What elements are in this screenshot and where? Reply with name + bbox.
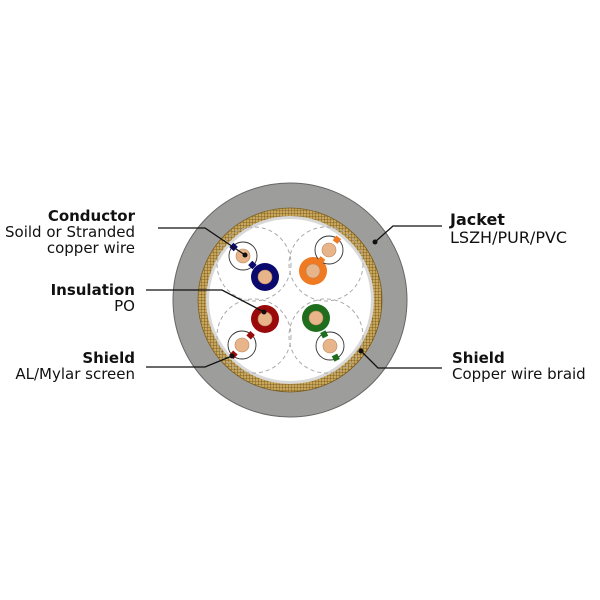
- insulation-leader: [146, 289, 265, 313]
- conductor-desc-1: Soild or Stranded: [5, 223, 135, 241]
- wire-orange-stripe: [316, 256, 326, 265]
- wire-green-stripe: [331, 353, 340, 362]
- conductor-title: Conductor: [47, 207, 135, 225]
- braid-shield-leader: [360, 350, 442, 369]
- jacket-label: Jacket LSZH/PUR/PVC: [450, 211, 567, 247]
- jacket-dot: [372, 239, 378, 245]
- wire-blue-conductor: [257, 269, 273, 285]
- jacket-title: Jacket: [450, 210, 505, 229]
- conductor-leader: [158, 227, 246, 256]
- braid-shield-desc: Copper wire braid: [452, 365, 586, 383]
- wire-green-stripe: [320, 330, 329, 339]
- wire-orange-white-conductor: [321, 242, 337, 258]
- al-shield-dot: [229, 353, 235, 359]
- insulation-title: Insulation: [50, 281, 135, 299]
- insulation-desc: PO: [114, 297, 135, 315]
- al-shield-leader: [146, 355, 233, 368]
- insulation-dot: [261, 309, 267, 315]
- braid-shield-label: Shield Copper wire braid: [452, 350, 586, 382]
- jacket-leader: [374, 225, 442, 243]
- braid-shield-dot: [358, 348, 364, 354]
- al-shield-title: Shield: [82, 349, 135, 367]
- al-shield-label: Shield AL/Mylar screen: [15, 350, 135, 382]
- wire-orange-conductor: [305, 263, 321, 279]
- wire-green-conductor: [308, 310, 324, 326]
- pair-blue-boundary: [216, 226, 292, 302]
- jacket-desc: LSZH/PUR/PVC: [450, 228, 568, 247]
- pair-orange-boundary: [288, 226, 364, 302]
- pair-red-boundary: [216, 298, 292, 374]
- wire-orange-stripe: [332, 235, 342, 244]
- wire-blue-stripe: [248, 260, 257, 270]
- wire-red-white-conductor: [234, 337, 250, 353]
- insulation-label: Insulation PO: [51, 282, 135, 314]
- conductor-dot: [242, 252, 248, 258]
- pair-green-boundary: [288, 298, 364, 374]
- leader-lines: [146, 225, 442, 369]
- conductor-desc-2: copper wire: [46, 239, 135, 257]
- wire-red-stripe: [246, 331, 255, 340]
- braid-shield-title: Shield: [452, 349, 505, 367]
- wire-green-white-conductor: [322, 338, 338, 354]
- conductor-label: Conductor Soild or Stranded copper wire: [5, 208, 135, 256]
- al-shield-desc: AL/Mylar screen: [15, 365, 135, 383]
